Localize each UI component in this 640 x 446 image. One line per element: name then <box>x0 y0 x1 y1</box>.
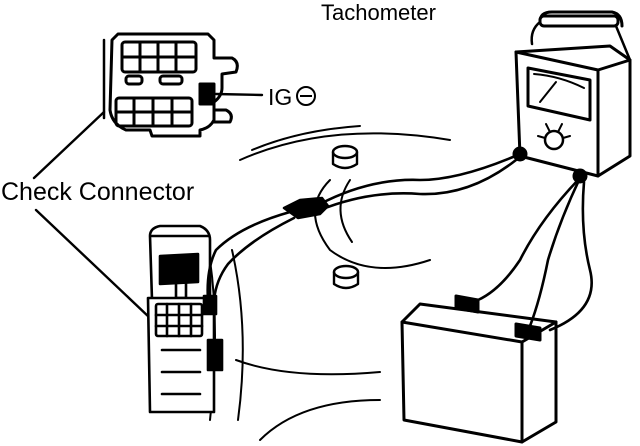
closeup-leader-line <box>32 110 106 180</box>
alligator-clip <box>282 196 330 220</box>
tachometer-test-leads <box>206 152 593 332</box>
mounting-bolt-lower <box>332 264 360 290</box>
connector-leader-line <box>34 208 152 320</box>
mounting-bolt-upper <box>331 144 359 170</box>
ig-terminal-label: IG <box>268 84 317 110</box>
check-connector-body <box>146 224 224 414</box>
battery <box>400 294 558 444</box>
check-connector-terminal-closeup <box>102 32 239 138</box>
check-connector-label: Check Connector <box>1 178 195 206</box>
ig-label-text: IG <box>268 84 293 110</box>
minus-circle-icon <box>296 86 317 106</box>
tachometer-label: Tachometer <box>321 0 436 25</box>
ig-leader-line <box>214 92 264 97</box>
tachometer-meter <box>512 10 632 184</box>
